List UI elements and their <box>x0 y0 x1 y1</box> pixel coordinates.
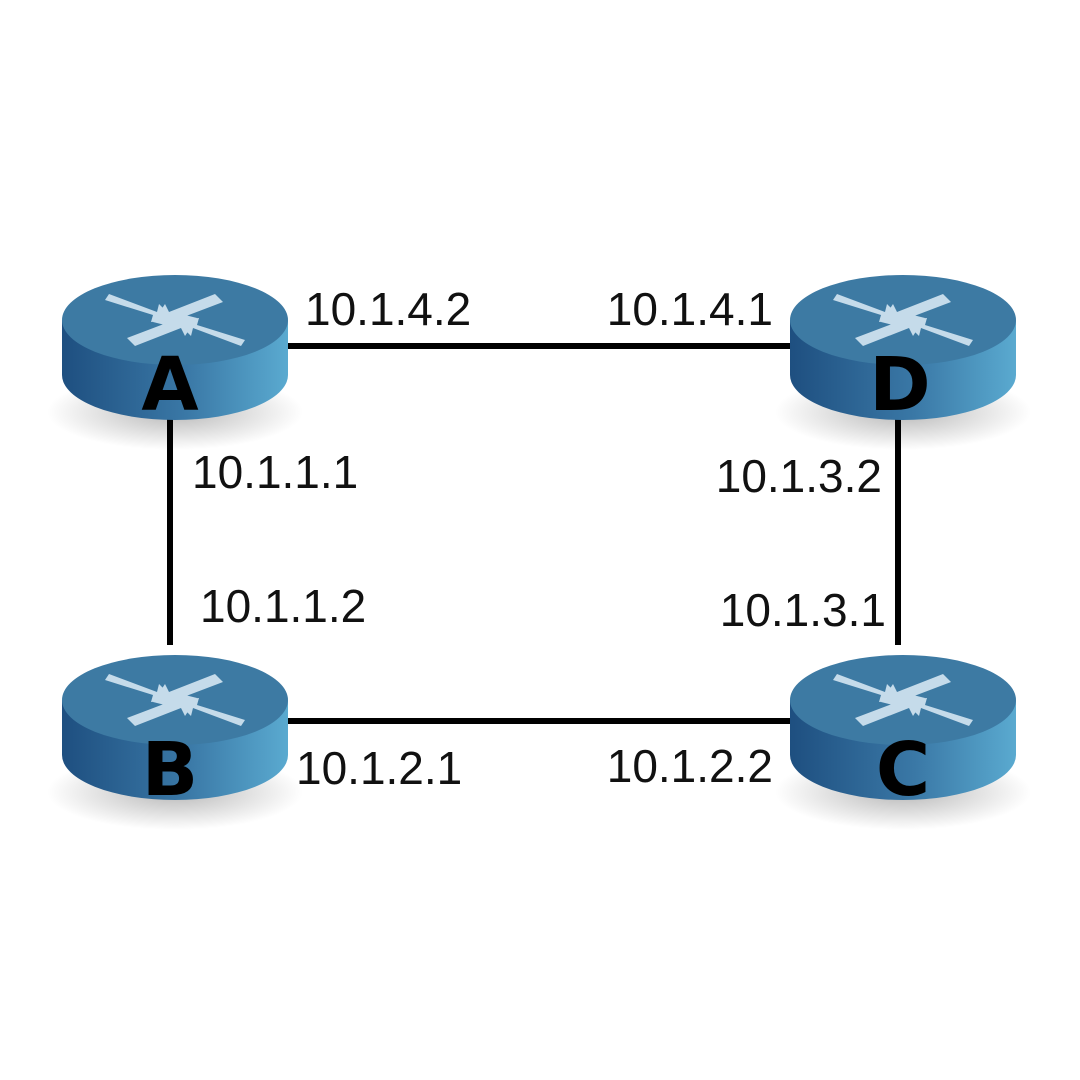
ip-label-d-interface: 10.1.3.2 <box>716 450 882 502</box>
router-name-label: B <box>142 727 198 813</box>
router-a: A <box>47 275 303 450</box>
links-layer <box>167 343 901 724</box>
router-b: B <box>47 655 303 830</box>
router-name-label: D <box>869 342 930 428</box>
ip-label-c-interface: 10.1.2.2 <box>607 740 773 792</box>
labels-layer: 10.1.4.2 10.1.4.1 10.1.1.1 10.1.1.2 10.1.3.2… <box>192 283 886 794</box>
router-name-label: A <box>141 342 198 428</box>
router-name-label: C <box>876 727 930 813</box>
router-d: D <box>775 275 1031 450</box>
ip-label-b-interface: 10.1.2.1 <box>296 742 462 794</box>
ip-label-c-interface: 10.1.3.1 <box>720 584 886 636</box>
routers-layer: A B C D <box>47 275 1031 830</box>
ip-label-b-interface: 10.1.1.2 <box>200 580 366 632</box>
ip-label-d-interface: 10.1.4.1 <box>607 283 773 335</box>
ip-label-a-interface: 10.1.4.2 <box>305 283 471 335</box>
ip-label-a-interface: 10.1.1.1 <box>192 446 358 498</box>
router-c: C <box>775 655 1031 830</box>
